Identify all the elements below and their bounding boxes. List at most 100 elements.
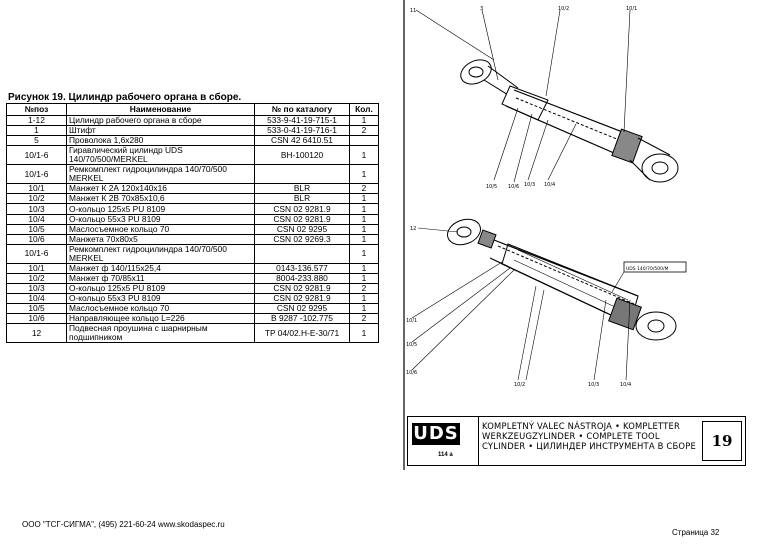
cell-name: Ремкомплект гидроцилиндра 140/70/500 MER… [66,243,255,264]
cell-pos: 1 [6,125,67,137]
callout-3: 3 [480,6,483,12]
parts-table: №поз Наименование № по каталогу Кол. 1-1… [6,103,379,344]
cell-qty: 1 [349,193,379,205]
cylinder-model-label: UDS 140/70/500/M [626,266,668,272]
cell-qty: 1 [349,233,379,245]
footer-page-number: Страница 32 [672,528,720,537]
title-block-divider [478,417,479,465]
figure-number: 19 [702,421,742,461]
cell-name: Штифт [66,125,255,137]
cell-pos: 10/5 [6,303,67,315]
cell-catalog: ВН-100120 [254,145,350,166]
cell-name: Цилиндр рабочего органа в сборе [66,114,255,127]
cell-qty: 1 [349,203,379,215]
cylinder-eye-lower [635,311,677,341]
cell-catalog: 533-9-41-19-715-1 [254,114,350,127]
callout-10-5-upper: 10/5 [486,184,497,190]
cell-catalog: CSN 02 9295 [254,303,350,315]
cell-qty [349,135,379,147]
cell-catalog: BLR [254,193,350,205]
cell-name: Направляющее кольцо L=226 [66,313,255,325]
title-block: UDS 114 a KOMPLETNÝ VALEC NÁSTROJA • KOM… [407,416,746,466]
cell-name: Манжета 70x80x5 [66,233,255,245]
callout-10-5-lower: 10/5 [406,342,417,348]
cell-pos: 12 [6,323,67,344]
cell-qty: 1 [349,145,379,166]
header-qty: Кол. [349,103,379,116]
cylinder-upper [460,59,679,183]
cell-name: О-кольцо 125x5 PU 8109 [66,283,255,295]
uds-logo: UDS [412,423,460,445]
cell-name: Проволока 1,6x280 [66,135,255,147]
cell-catalog: В 9287 -102.775 [254,313,350,325]
cell-catalog: CSN 02 9281.9 [254,213,350,225]
cell-qty: 2 [349,313,379,325]
cylinder-lower [447,218,687,341]
header-pos: №поз [6,103,67,116]
callout-10-4-upper: 10/4 [544,182,555,188]
cylinder-drawing: 11 3 10/2 10/1 10/5 10/6 10/3 10/4 12 10… [398,0,757,540]
logo-subtitle: 114 a [438,452,453,458]
cell-name: Манжет К 2В 70x85x10,6 [66,193,255,205]
cylinder-eye-upper [641,153,679,183]
leader-lines [411,9,631,381]
cell-catalog: CSN 02 9281.9 [254,293,350,305]
footer-company: ООО "ТСГ-СИГМА", (495) 221-60-24 www.sko… [22,520,225,529]
header-catalog: № по каталогу [254,103,350,116]
figure-title: Рисунок 19. Цилиндр рабочего органа в сб… [8,92,242,103]
cell-pos: 10/1 [6,262,67,274]
cell-catalog: CSN 02 9295 [254,223,350,235]
cell-qty: 2 [349,125,379,137]
rod-eye-lower [447,218,481,246]
callout-11: 11 [410,8,416,14]
cell-pos: 10/1 [6,183,67,195]
cell-pos: 10/1-6 [6,243,67,264]
cell-qty: 1 [349,272,379,285]
cell-name: Манжет ф 140/115x25,4 [66,262,255,274]
cell-pos: 10/1-6 [6,145,67,166]
cell-name: Маслосъемное кольцо 70 [66,303,255,315]
cell-name: О-кольцо 55x3 PU 8109 [66,293,255,305]
header-name: Наименование [66,103,255,116]
callout-10-3-lower: 10/3 [588,382,599,388]
cell-catalog [254,164,350,185]
cell-catalog: CSN 42 6410.51 [254,135,350,147]
drawing-svg: 11 3 10/2 10/1 10/5 10/6 10/3 10/4 12 10… [403,0,687,470]
callout-12: 12 [410,226,416,232]
cell-pos: 10/4 [6,213,67,225]
callout-10-6-lower: 10/6 [406,370,417,376]
cell-qty: 1 [349,114,379,127]
cell-pos: 10/4 [6,293,67,305]
cell-qty: 1 [349,243,379,264]
cell-name: Гиравлический цилиндр UDS 140/70/500/MER… [66,145,255,166]
callout-labels: 11 3 10/2 10/1 10/5 10/6 10/3 10/4 12 10… [406,6,668,388]
cell-name: О-кольцо 55x3 PU 8109 [66,213,255,225]
cell-name: Ремкомплект гидроцилиндра 140/70/500 MER… [66,164,255,185]
cell-qty: 1 [349,293,379,305]
cell-qty: 1 [349,262,379,274]
cell-pos: 10/2 [6,193,67,205]
cell-qty: 1 [349,323,379,344]
callout-10-3-upper: 10/3 [524,182,535,188]
cell-catalog: CSN 02 9269.3 [254,233,350,245]
cell-pos: 10/5 [6,223,67,235]
callout-10-1-top: 10/1 [626,6,637,12]
cell-name: Маслосъемное кольцо 70 [66,223,255,235]
rod-eye-hole-upper [468,66,484,78]
cell-pos: 5 [6,135,67,147]
